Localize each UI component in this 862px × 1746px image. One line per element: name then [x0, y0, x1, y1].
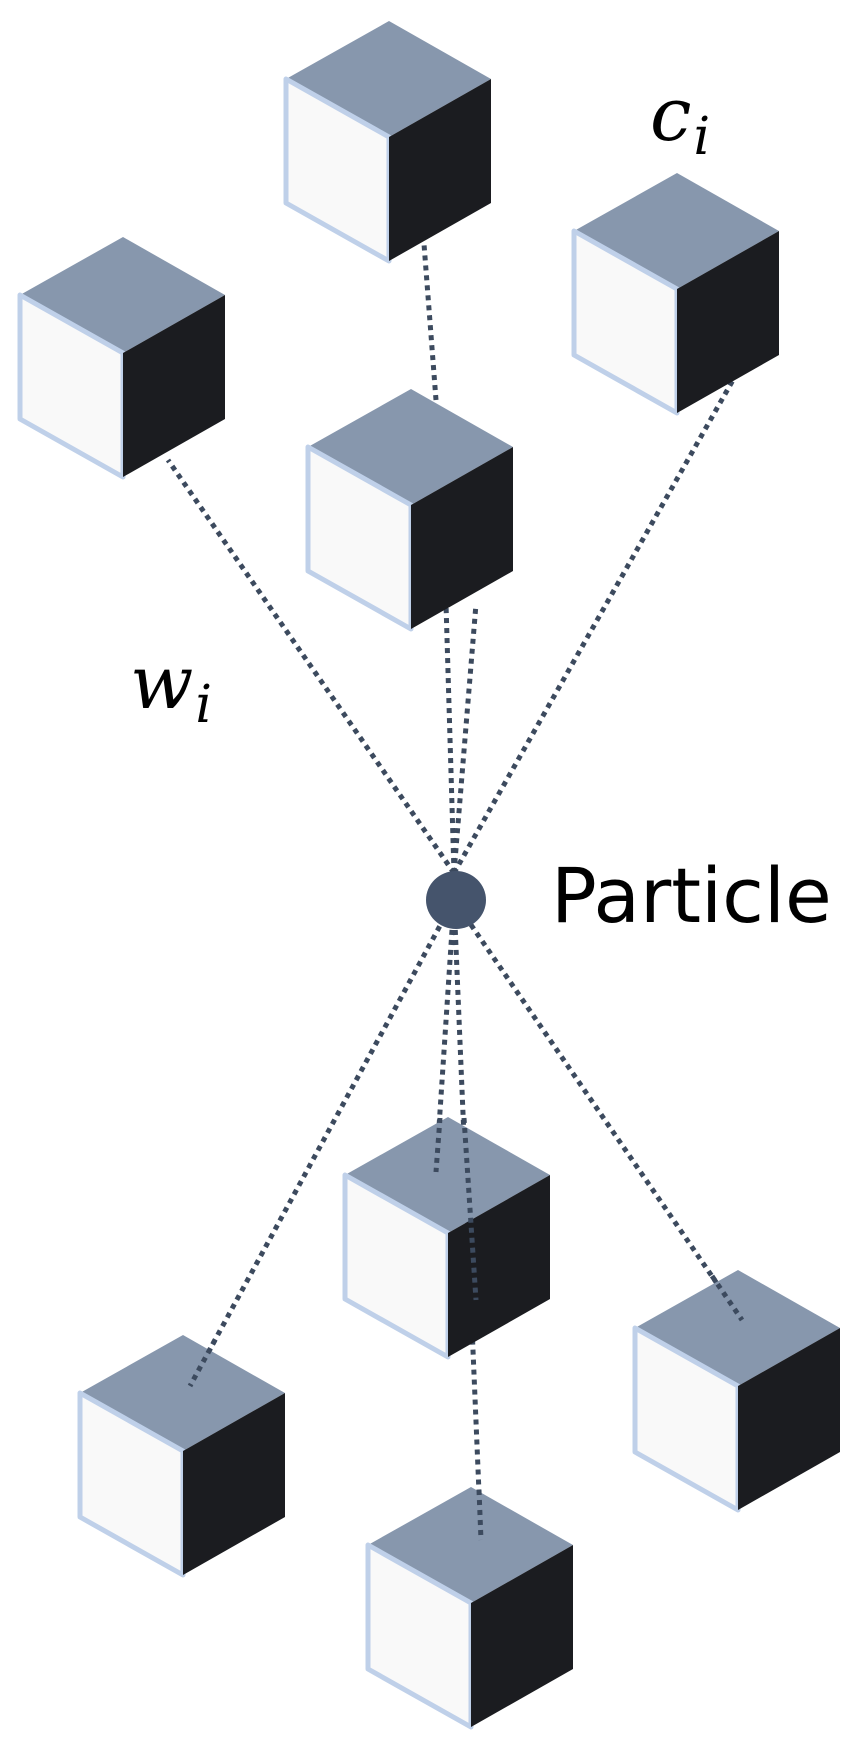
link-top-left [165, 458, 457, 875]
link-lower-left [187, 898, 457, 1388]
particle-label: Particle [551, 851, 832, 940]
cube-bottom-center [365, 1487, 573, 1730]
link-bottom-center-through [461, 1117, 479, 1301]
link-upper-center-a [443, 603, 457, 874]
link-upper-center-b [451, 603, 479, 874]
cube-lower-left [77, 1335, 285, 1578]
cube-top-center [283, 21, 491, 264]
link-top-center [421, 243, 439, 401]
link-bottom-center-tip [476, 1489, 484, 1541]
link-lower-left-tip [187, 1338, 218, 1388]
cube-lower-right [632, 1270, 840, 1513]
cells [17, 21, 840, 1730]
cell-label: ci [650, 72, 710, 167]
link-top-right [451, 378, 736, 875]
link-lower-right [451, 898, 745, 1322]
weight-links [165, 243, 745, 1541]
weight-links-front [187, 1117, 745, 1541]
cube-lower-center [342, 1117, 550, 1360]
cube-top-left [17, 237, 225, 480]
weight-label: wi [130, 640, 212, 735]
cube-upper-center [305, 389, 513, 632]
particle-dot [426, 871, 486, 929]
cube-top-right [571, 173, 779, 416]
link-lower-right-tip [709, 1274, 745, 1322]
